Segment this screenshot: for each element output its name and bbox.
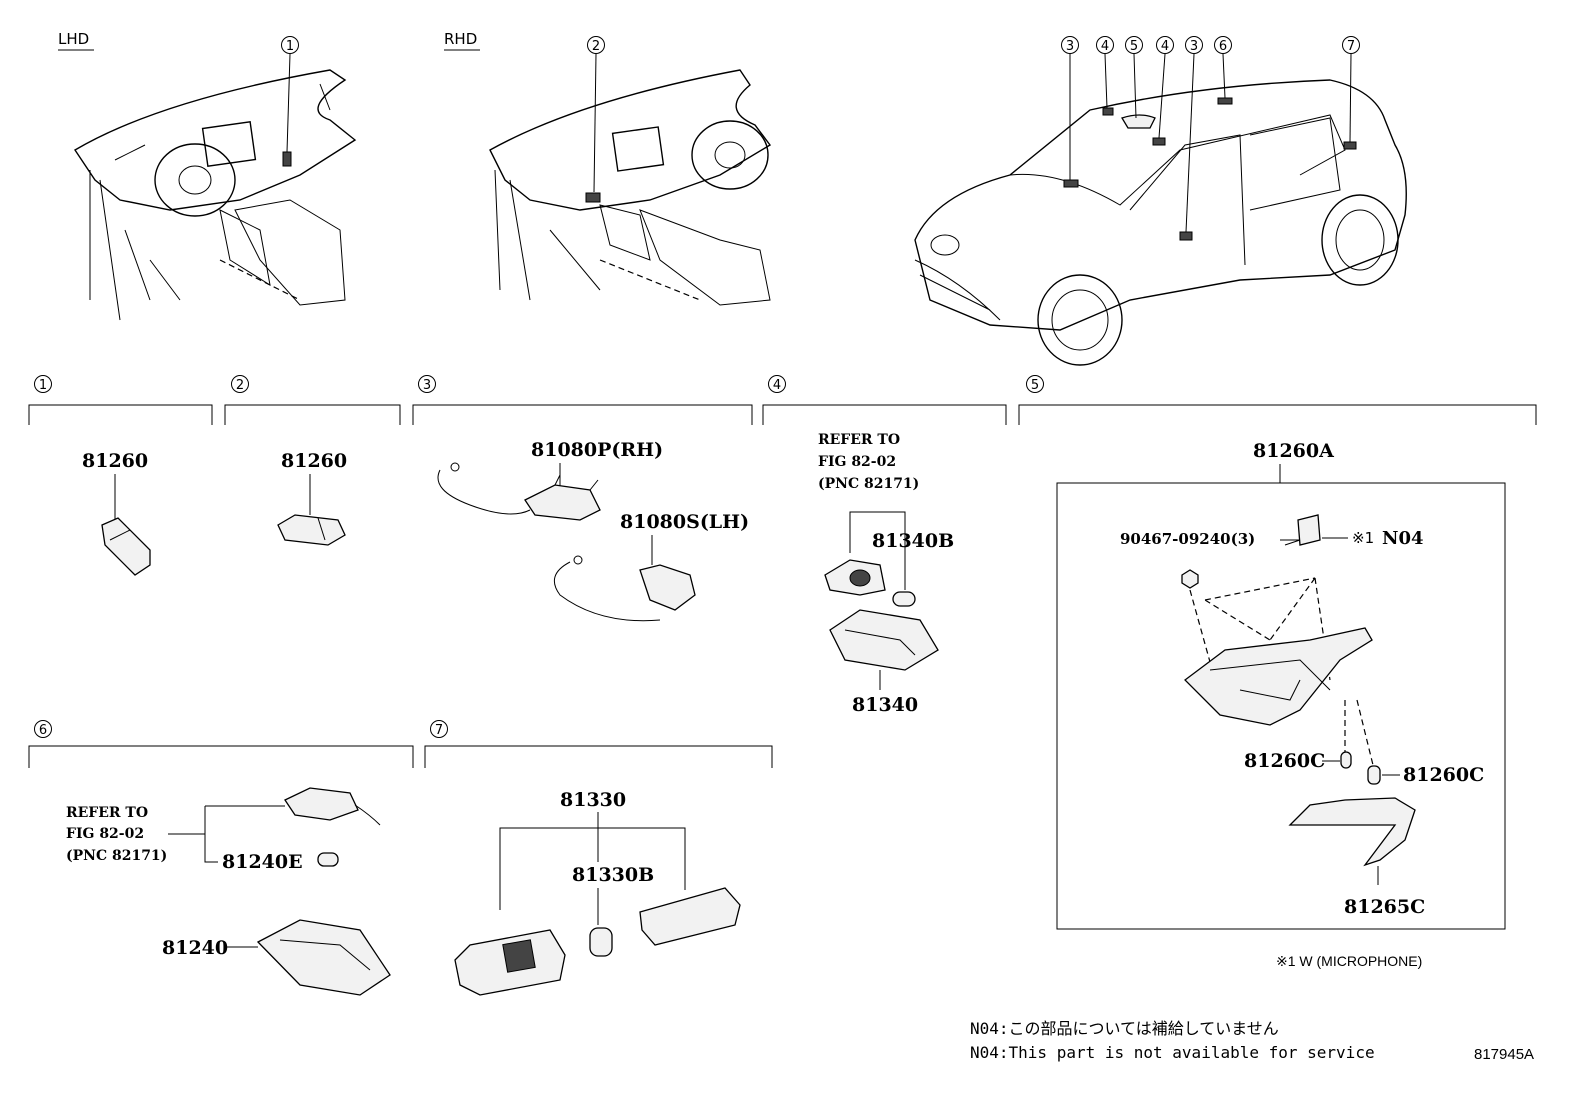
section-7-number: 7 bbox=[435, 723, 443, 738]
s7-lamp-left bbox=[454, 929, 566, 996]
s4-refer-line2: FIG 82-02 bbox=[818, 454, 896, 470]
s5-note-mark: ※1 bbox=[1352, 529, 1374, 547]
section-2-number: 2 bbox=[236, 378, 244, 393]
lhd-label: LHD bbox=[58, 30, 89, 48]
callout-1-top: 1 bbox=[286, 39, 294, 54]
s3-part-rh: 81080P(RH) bbox=[531, 439, 663, 461]
s1-bulb-part bbox=[101, 517, 151, 576]
s5-lens-part bbox=[1288, 797, 1416, 867]
s1-part-number: 81260 bbox=[82, 450, 148, 472]
s4-part-b: 81340B bbox=[872, 530, 954, 552]
s5-screw-number: 90467-09240(3) bbox=[1120, 530, 1255, 548]
section-brackets: 1 2 3 4 5 6 7 bbox=[28, 375, 1537, 768]
s3-lamp-rh bbox=[437, 462, 601, 521]
s7-bulb-part bbox=[589, 927, 613, 957]
callout-4a-top: 4 bbox=[1101, 39, 1109, 54]
callout-7-top: 7 bbox=[1347, 39, 1355, 54]
s3-part-lh: 81080S(LH) bbox=[620, 511, 749, 533]
callout-2-top: 2 bbox=[592, 39, 600, 54]
section-4-number: 4 bbox=[773, 378, 781, 393]
s4-socket-part bbox=[824, 559, 886, 596]
s5-lens-number: 81265C bbox=[1344, 896, 1425, 918]
top-callouts: 1 2 3 4 5 4 3 6 7 bbox=[281, 36, 1360, 233]
rhd-label: RHD bbox=[444, 30, 477, 48]
s4-bulb-part bbox=[892, 591, 916, 607]
s3-lamp-lh bbox=[553, 555, 696, 622]
figure-id: 817945A bbox=[1474, 1046, 1534, 1063]
s6-bulb-part bbox=[317, 852, 339, 867]
s2-part-number: 81260 bbox=[281, 450, 347, 472]
s7-part-b: 81330B bbox=[572, 864, 654, 886]
section-5-number: 5 bbox=[1031, 378, 1039, 393]
s5-bulb-right: 81260C bbox=[1403, 764, 1484, 786]
s6-lamp-housing bbox=[256, 919, 391, 996]
s6-part-e: 81240E bbox=[222, 851, 303, 873]
s5-microphone-part bbox=[1284, 514, 1321, 546]
n04-english-note: N04:This part is not available for servi… bbox=[970, 1043, 1375, 1062]
vehicle-illustration bbox=[914, 79, 1407, 366]
s4-refer-line1: REFER TO bbox=[818, 432, 900, 448]
s5-screw-part bbox=[1181, 569, 1199, 589]
s5-n04-code: N04 bbox=[1382, 528, 1424, 549]
s5-bulb-left: 81260C bbox=[1244, 750, 1325, 772]
callout-3a-top: 3 bbox=[1066, 39, 1074, 54]
s4-lamp-housing bbox=[829, 609, 939, 671]
s6-socket-part bbox=[284, 787, 381, 826]
s5-assembly-box bbox=[1056, 482, 1506, 930]
s6-refer-line3: (PNC 82171) bbox=[66, 848, 167, 864]
callout-6-top: 6 bbox=[1219, 39, 1227, 54]
s7-lamp-right bbox=[639, 887, 741, 946]
s4-refer-line3: (PNC 82171) bbox=[818, 476, 919, 492]
rhd-dashboard-illustration bbox=[489, 69, 772, 306]
s5-assembly-number: 81260A bbox=[1253, 440, 1334, 462]
s7-part-number: 81330 bbox=[560, 789, 626, 811]
microphone-note: ※1 W (MICROPHONE) bbox=[1276, 953, 1422, 969]
lhd-dashboard-illustration bbox=[74, 69, 357, 321]
s4-part-number: 81340 bbox=[852, 694, 918, 716]
callout-4b-top: 4 bbox=[1161, 39, 1169, 54]
s5-lamp-housing bbox=[1184, 627, 1373, 726]
s6-refer-line1: REFER TO bbox=[66, 805, 148, 821]
section-1-number: 1 bbox=[39, 378, 47, 393]
section-6-number: 6 bbox=[39, 723, 47, 738]
callout-5-top: 5 bbox=[1130, 39, 1138, 54]
s6-part-number: 81240 bbox=[162, 937, 228, 959]
s2-bulb-part bbox=[277, 514, 346, 546]
section-3-number: 3 bbox=[423, 378, 431, 393]
n04-japanese-note: N04:この部品については補給していません bbox=[970, 1019, 1279, 1038]
s6-refer-line2: FIG 82-02 bbox=[66, 826, 144, 842]
callout-3b-top: 3 bbox=[1190, 39, 1198, 54]
